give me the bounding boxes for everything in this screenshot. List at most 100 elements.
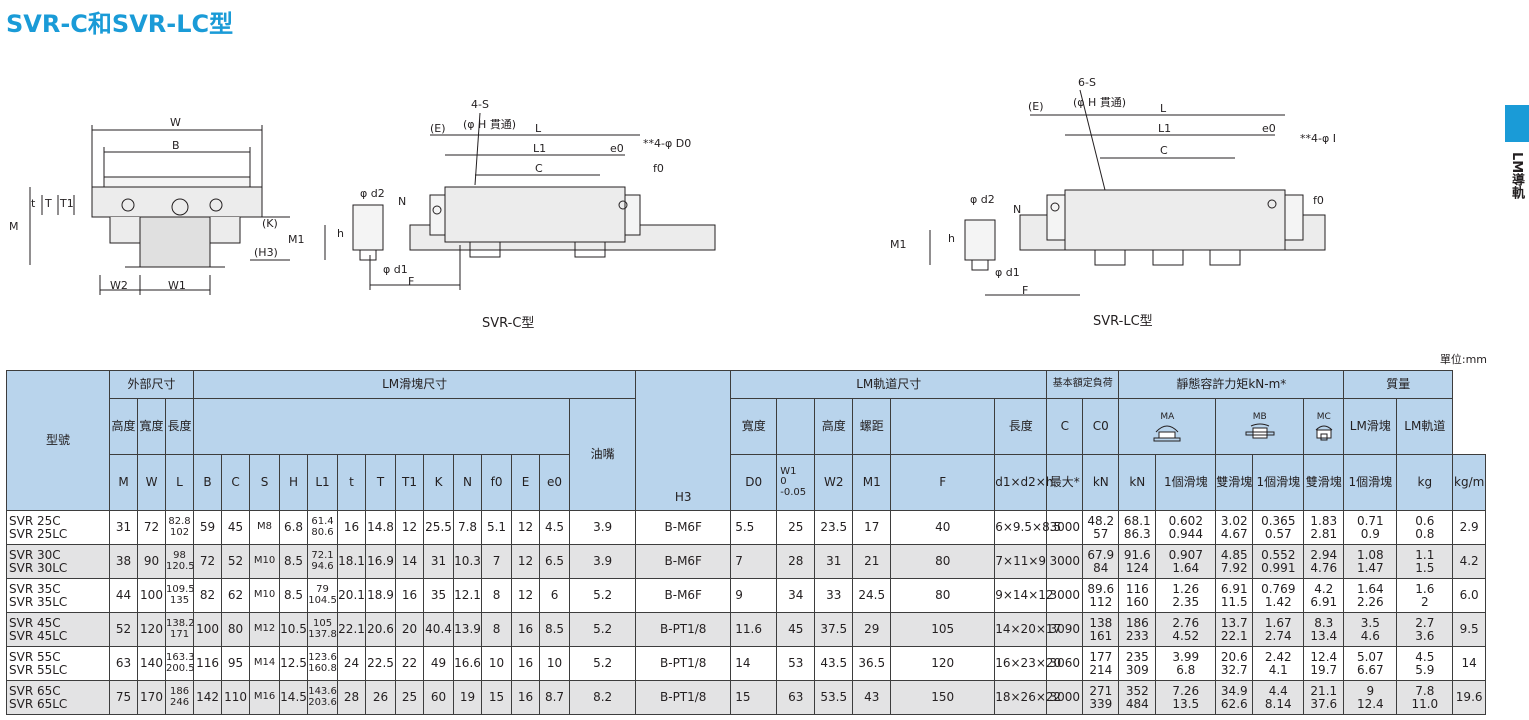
col-rail-length: 長度	[994, 398, 1048, 455]
ma-two-block: 雙滑塊	[1215, 454, 1254, 511]
cell-M: 63	[109, 646, 138, 681]
cell-F: 120	[890, 646, 996, 681]
cell-MC1-line-2: 0.9	[1360, 526, 1380, 541]
cell-H: 14.5	[279, 680, 309, 715]
cell-D0: 8.2	[569, 680, 637, 715]
moment-a-icon	[1153, 425, 1181, 442]
dim-L: L	[535, 122, 542, 135]
cell-Cd-line-1: 271	[1089, 683, 1113, 698]
dim-H3: (H3)	[254, 246, 278, 259]
cell-MB2-line-1: 4.2	[1314, 581, 1334, 596]
cell-mblock-line-2: 2	[1420, 594, 1429, 609]
dim-through-lc: (φ H 貫通)	[1073, 96, 1126, 109]
cell-W2: 37.5	[814, 612, 854, 647]
cell-L1-line-2: 137.8	[308, 628, 337, 640]
dim-lc-d1: φ d1	[995, 266, 1020, 279]
section-color-tab	[1505, 105, 1529, 142]
cell-H3: 14	[730, 646, 778, 681]
cell-t: 28	[337, 680, 367, 715]
cell-L-line-2: 120.5	[166, 560, 195, 572]
sym-H: H	[279, 454, 309, 511]
dim-lc-L1: L1	[1158, 122, 1171, 135]
cell-Lmax: 3090	[1046, 612, 1084, 647]
cell-M1: 24.5	[852, 578, 892, 613]
cell-Lmax: 3000	[1046, 578, 1084, 613]
cell-f0: 7	[481, 544, 513, 579]
dim-through-c: (φ H 貫通)	[463, 118, 516, 131]
cell-C0-line-2: 233	[1125, 628, 1149, 643]
sym-W1-tol-b: -0.05	[780, 486, 807, 498]
cell-L1-line-2: 160.8	[308, 662, 337, 674]
cell-MB1-line-1: 4.4	[1268, 683, 1288, 698]
cell-W2: 43.5	[814, 646, 854, 681]
cell-Cd-line-1: 138	[1089, 615, 1113, 630]
col-mass-rail: LM軌道	[1396, 398, 1454, 455]
cell-K: 40.4	[423, 612, 455, 647]
cell-MC1-line-1: 5.07	[1356, 649, 1384, 664]
cell-M: 31	[109, 510, 138, 545]
cell-L-line-2: 135	[169, 594, 190, 606]
cell-MA1-line-1: 3.99	[1172, 649, 1200, 664]
dim-W1: W1	[168, 279, 186, 292]
cell-model-line-2: SVR 25LC	[9, 526, 68, 541]
cell-MA1-line-1: 0.907	[1168, 547, 1203, 562]
dim-L1: L1	[533, 142, 546, 155]
sym-T1: T1	[395, 454, 425, 511]
cell-L1-line-1: 79	[316, 584, 329, 595]
sym-W1: W1 0 -0.05	[776, 454, 816, 511]
cell-MA2-line-2: 11.5	[1220, 594, 1248, 609]
cell-H3: 9	[730, 578, 778, 613]
page-title: SVR-C和SVR-LC型	[6, 10, 234, 38]
col-length: 長度	[164, 398, 195, 455]
cell-M1: 21	[852, 544, 892, 579]
sym-T: T	[365, 454, 397, 511]
cell-MB2-line-2: 4.76	[1310, 560, 1338, 575]
cell-f0: 8	[481, 578, 513, 613]
col-MA: MA	[1118, 398, 1217, 455]
dim-D0: **4-φ D0	[643, 137, 691, 150]
cell-W1: 28	[776, 544, 816, 579]
cell-t: 18.1	[337, 544, 367, 579]
cell-L-line-1: 163.3	[166, 652, 195, 663]
cell-mrail: 6.0	[1452, 578, 1486, 613]
dim-lc-h: h	[948, 232, 955, 245]
cell-L1-line-1: 123.6	[308, 652, 337, 663]
cell-dxdxh: 7×11×9	[994, 544, 1048, 579]
side-tab-label: LM導軌	[1509, 152, 1524, 200]
cell-Cd-line-2: 112	[1089, 594, 1113, 609]
cell-f0: 15	[481, 680, 513, 715]
cell-K: 35	[423, 578, 455, 613]
cell-M: 75	[109, 680, 138, 715]
cell-MB1-line-2: 0.57	[1264, 526, 1292, 541]
cell-L1-line-1: 61.4	[311, 516, 334, 527]
col-H3: H3	[635, 370, 732, 511]
cell-K: 31	[423, 544, 455, 579]
dim-M1: M1	[288, 233, 305, 246]
sym-W1-label: W1	[780, 465, 797, 477]
cell-dxdxh: 16×23×20	[994, 646, 1061, 681]
cell-C0-line-1: 235	[1125, 649, 1149, 664]
mb-two-block: 雙滑塊	[1303, 454, 1345, 511]
cell-H3: 11.6	[730, 612, 778, 647]
cell-H3: 5.5	[730, 510, 778, 545]
cell-f0: 8	[481, 612, 513, 647]
cell-H: 8.5	[279, 544, 309, 579]
cell-E: 16	[511, 646, 541, 681]
cell-H3: 7	[730, 544, 778, 579]
sym-dxdxh: d1×d2×h	[994, 454, 1053, 511]
cell-M1: 29	[852, 612, 892, 647]
